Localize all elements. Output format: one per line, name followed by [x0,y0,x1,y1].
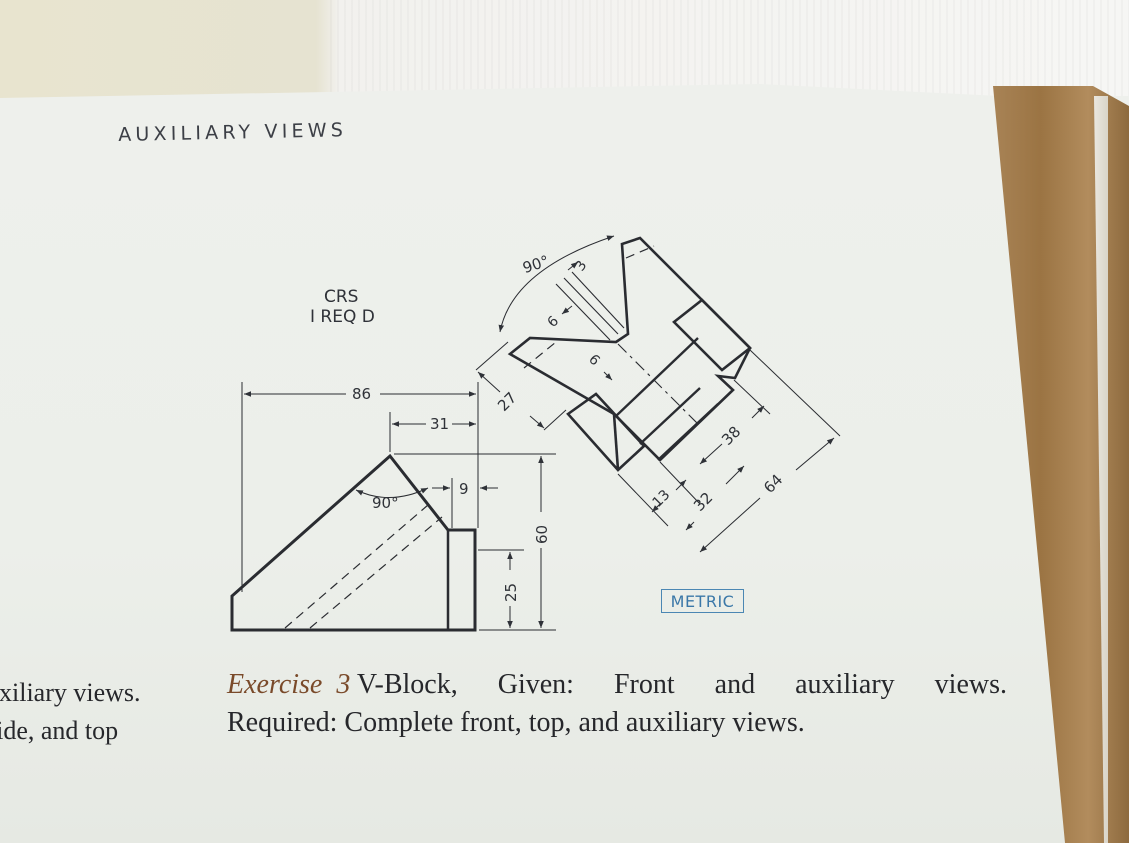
dim-13: 13 [650,487,674,511]
dim-27: 27 [494,389,520,415]
dim-38: 38 [718,423,744,449]
exercise-caption: Exercise 3 V-Block, Given: Front and aux… [227,666,1007,742]
exercise-label: Exercise [227,669,323,700]
dim-31: 31 [430,415,449,433]
dim-25: 25 [502,583,520,602]
dim-3: 3 [572,258,590,274]
left-fragment-line-2: side, and top [0,716,119,745]
caption-line-1: Exercise 3 V-Block, Given: Front and aux… [227,666,1007,704]
aux-step-left [612,413,620,471]
aux-inner-line-1 [615,337,699,417]
exercise-heading: Exercise 3 V-Block, [227,666,458,704]
dim-6-b: 6 [585,352,603,370]
exercise-number: 3 [336,669,351,700]
note-req: I REQ D [310,307,375,327]
auxiliary-view [475,235,841,553]
left-fragment-line-1: uxiliary views. [0,678,141,707]
caption-word: Front [613,669,675,700]
hidden-line-1 [284,504,429,629]
note-crs: CRS [324,287,358,307]
dim-64: 64 [760,471,786,497]
aux-center-line [617,343,701,427]
aux-hidden-1 [523,341,557,369]
dim-86: 86 [352,385,371,403]
aux-rect-lower [566,392,646,472]
caption-word: and [714,669,756,700]
caption-word: auxiliary [795,669,895,700]
front-view [230,382,556,632]
aux-hidden-2 [625,245,655,259]
dim-90-aux: 90° [520,252,551,277]
caption-line-2: Required: Complete front, top, and auxil… [227,707,805,738]
aux-outline [507,236,752,462]
front-outline [230,453,477,632]
aux-inner-line-2 [639,387,701,445]
dim-9: 9 [459,480,469,498]
caption-word: Given: [497,669,574,700]
hidden-line-2 [309,516,443,629]
caption-word: views. [934,669,1007,700]
caption-word: V-Block, [356,669,458,700]
dim-90-front: 90° [372,494,399,512]
dim-60: 60 [533,525,551,544]
book-page [0,84,1129,843]
aux-inner-line-3 [657,403,719,461]
metric-badge: METRIC [661,589,744,613]
dim-32: 32 [690,489,716,515]
aux-rect-upper [672,298,752,372]
left-page-fragment: uxiliary views. side, and top [0,674,160,750]
dim-6-a: 6 [545,313,563,331]
